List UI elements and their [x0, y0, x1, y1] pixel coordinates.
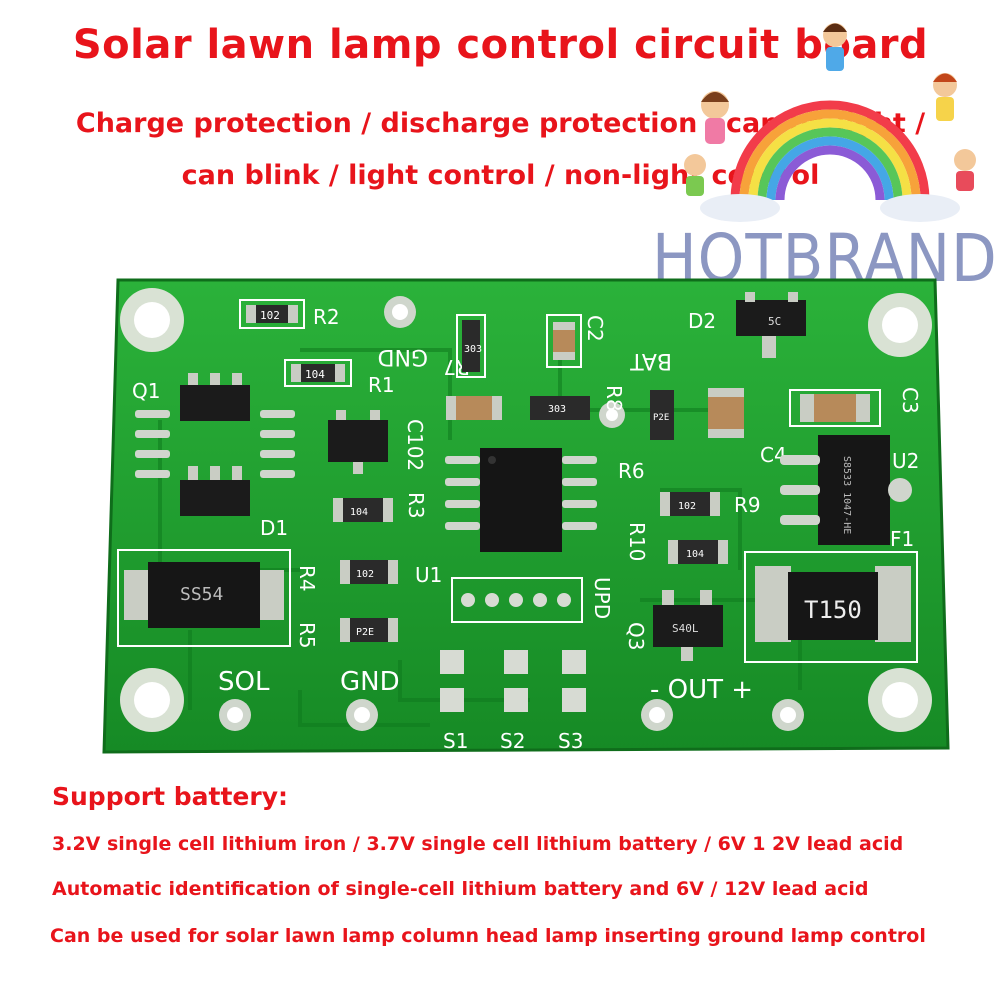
label-r6: R6	[618, 459, 645, 483]
label-f1: F1	[890, 527, 914, 551]
label-r10: R10	[625, 522, 649, 561]
r7-marking: 303	[464, 344, 482, 355]
note-line-1: 3.2V single cell lithium iron / 3.7V sin…	[52, 833, 904, 855]
r4-marking: 102	[356, 569, 374, 580]
label-s2: S2	[500, 729, 525, 753]
label-r2: R2	[313, 305, 340, 329]
label-u2: U2	[892, 449, 919, 473]
label-sol: SOL	[218, 667, 270, 697]
note-line-3: Can be used for solar lawn lamp column h…	[50, 925, 926, 947]
label-s1: S1	[443, 729, 468, 753]
r8-marking: P2E	[653, 413, 669, 423]
label-gnd-bottom: GND	[340, 667, 400, 697]
f1-marking: T150	[804, 596, 862, 624]
r10-marking: 104	[686, 549, 704, 560]
label-q1: Q1	[132, 379, 160, 403]
label-r1: R1	[368, 373, 395, 397]
q3-marking: S40L	[672, 622, 699, 635]
feature-line-2: can blink / light control / non-light co…	[181, 160, 820, 191]
label-c3: C3	[898, 387, 922, 414]
label-s3: S3	[558, 729, 583, 753]
pcb-board: 102 R2 104 R1 R7 GND 303 C2 BAT D2 5C Q1…	[102, 278, 950, 754]
label-upd: UPD	[590, 577, 614, 619]
label-r9: R9	[734, 493, 761, 517]
r3-marking: 104	[350, 507, 368, 518]
label-r5: R5	[295, 622, 319, 649]
label-c2: C2	[583, 315, 607, 342]
label-r4: R4	[295, 565, 319, 592]
label-c102: C102	[403, 419, 427, 471]
label-r8: R8	[602, 385, 626, 412]
u2-marking: S8533 1047-HE	[841, 456, 852, 534]
r2-marking: 102	[260, 309, 280, 322]
label-u1: U1	[415, 563, 442, 587]
d1-marking: SS54	[180, 584, 223, 605]
c102-marking: 303	[548, 404, 566, 415]
note-line-2: Automatic identification of single-cell …	[52, 878, 869, 900]
label-d1: D1	[260, 516, 288, 540]
support-battery-heading: Support battery:	[52, 782, 288, 811]
d2-marking: 5C	[768, 315, 781, 328]
label-q3: Q3	[624, 622, 648, 650]
r9-marking: 102	[678, 501, 696, 512]
label-bat: BAT	[630, 348, 672, 373]
page-title: Solar lawn lamp control circuit board	[72, 22, 929, 68]
label-r3: R3	[404, 492, 428, 519]
label-d2: D2	[688, 309, 716, 333]
rainbow-logo-icon	[684, 23, 976, 222]
label-gnd-top: GND	[378, 344, 428, 369]
r1-marking: 104	[305, 368, 325, 381]
label-out: - OUT +	[650, 675, 753, 705]
r5-marking: P2E	[356, 627, 374, 638]
mounting-hole	[120, 288, 932, 732]
